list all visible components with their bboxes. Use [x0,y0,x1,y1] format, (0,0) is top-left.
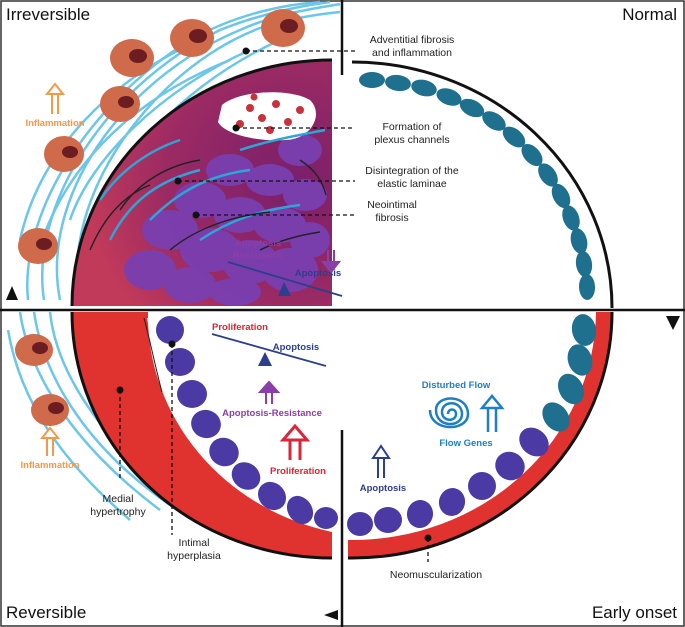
quadrant-normal: Normal [622,5,677,24]
balance-fulcrum-middle [258,352,272,366]
label-inflammation-bottom: Inflammation [20,460,79,471]
callout-laminae-1: Disintegration of the [365,165,459,177]
label-apoptosis-bottom: Apoptosis [360,483,406,494]
label-flow-genes: Flow Genes [439,438,492,449]
disturbed-flow-spiral-icon [428,397,470,429]
callout-plexus-1: Formation of [383,121,442,133]
flow-genes-up-icon [479,394,505,432]
label-apoptosis-resistance-mid: Apoptosis-Resistance [222,408,322,419]
irreversible-vessel [18,0,341,307]
inflammatory-cells-bottom [15,334,69,426]
callout-medial-2: hypertrophy [90,506,146,518]
callout-intimal-2: hyperplasia [167,550,221,562]
inflammation-up-icon-bottom [39,426,61,456]
callout-medial-1: Medial [103,493,134,505]
normal-vessel [351,60,614,309]
callout-adventitial-fibrosis-1: Adventitial fibrosis [370,34,455,46]
callout-neointimal-2: fibrosis [375,212,408,224]
apoptosis-up-icon [371,444,391,478]
label-apoptosis-resistance-1: Apoptosis [235,238,281,249]
arrow-up-icon [6,286,18,300]
proliferation-up-icon [279,423,311,460]
label-disturbed-flow: Disturbed Flow [422,380,491,391]
label-proliferation-arrow: Proliferation [270,466,326,477]
label-proliferation-balance: Proliferation [212,322,268,333]
quadrant-early-onset: Early onset [592,603,677,622]
quadrant-irreversible: Irreversible [6,5,90,24]
inflammation-up-icon [44,82,66,114]
callout-neomuscularization: Neomuscularization [390,569,482,581]
balance-beam-top [227,261,343,297]
label-apoptosis-top: Apoptosis [295,268,341,279]
label-inflammation-top: Inflammation [25,118,84,129]
arrow-down-icon [666,316,680,330]
label-apoptosis-balance: Apoptosis [273,342,319,353]
callout-neointimal-1: Neointimal [367,199,417,211]
callout-plexus-2: plexus channels [374,134,449,146]
inflammatory-cells-top [18,9,305,264]
balance-beam-middle [211,333,327,367]
callout-laminae-2: elastic laminae [377,178,447,190]
quadrant-reversible: Reversible [6,603,86,622]
apoptosis-down-icon [320,250,342,274]
early-onset-vessel [347,311,614,560]
balance-fulcrum-top [278,282,291,296]
callout-leaders [119,50,429,562]
callout-intimal-1: Intimal [179,537,210,549]
callout-adventitial-fibrosis-2: and inflammation [372,47,452,59]
callout-dots [116,47,432,542]
arrow-left-icon [324,610,338,620]
label-apoptosis-resistance-2: Resistance [233,250,283,261]
apoptosis-resistance-up-icon [257,380,281,404]
